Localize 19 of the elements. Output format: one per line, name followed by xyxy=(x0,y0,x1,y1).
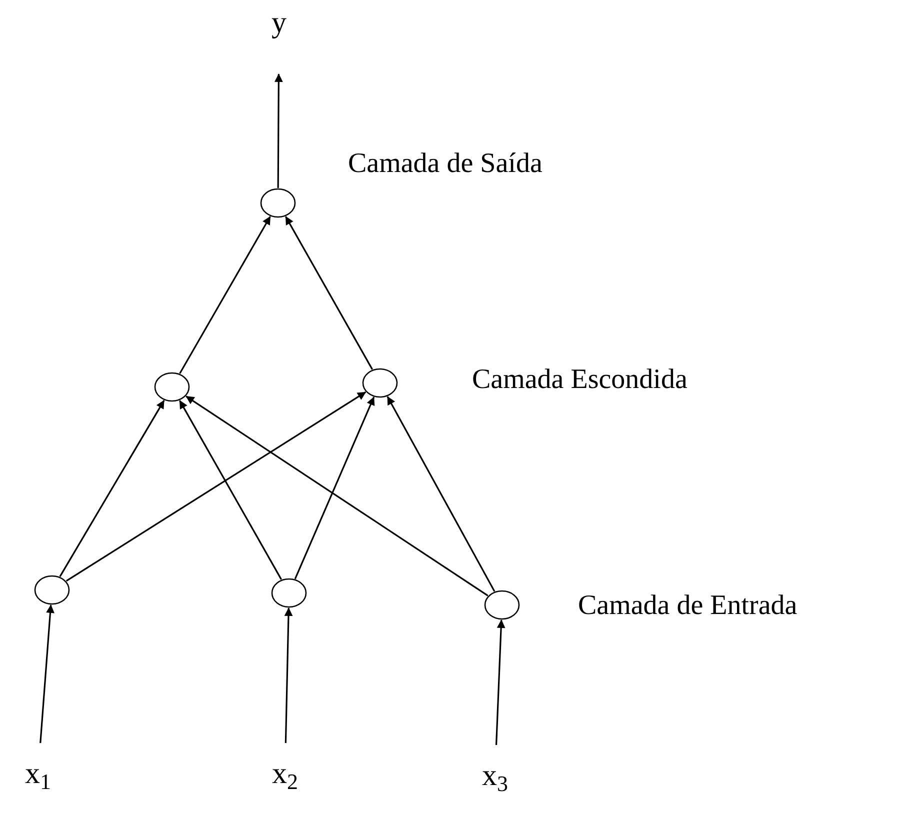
arrow xyxy=(179,400,282,580)
layer-label: Camada de Saída xyxy=(348,148,542,180)
arrow xyxy=(284,608,293,744)
arrow xyxy=(386,396,496,592)
arrow xyxy=(66,391,366,582)
arrow xyxy=(186,396,488,596)
arrow xyxy=(495,620,506,746)
input-variable: x$_{3}$ xyxy=(482,759,508,793)
arrow xyxy=(284,216,374,370)
layer-label: Camada Escondida xyxy=(472,364,688,396)
arrow xyxy=(179,216,271,374)
input-variable: x$_{2}$ xyxy=(272,757,298,791)
arrow xyxy=(40,604,54,744)
arrow xyxy=(274,74,283,188)
input-variable: x$_{1}$ xyxy=(25,757,51,791)
layer-label: Camada de Entrada xyxy=(578,590,798,622)
arrow xyxy=(294,396,375,580)
output-variable: y xyxy=(272,6,286,38)
arrow xyxy=(59,400,165,577)
